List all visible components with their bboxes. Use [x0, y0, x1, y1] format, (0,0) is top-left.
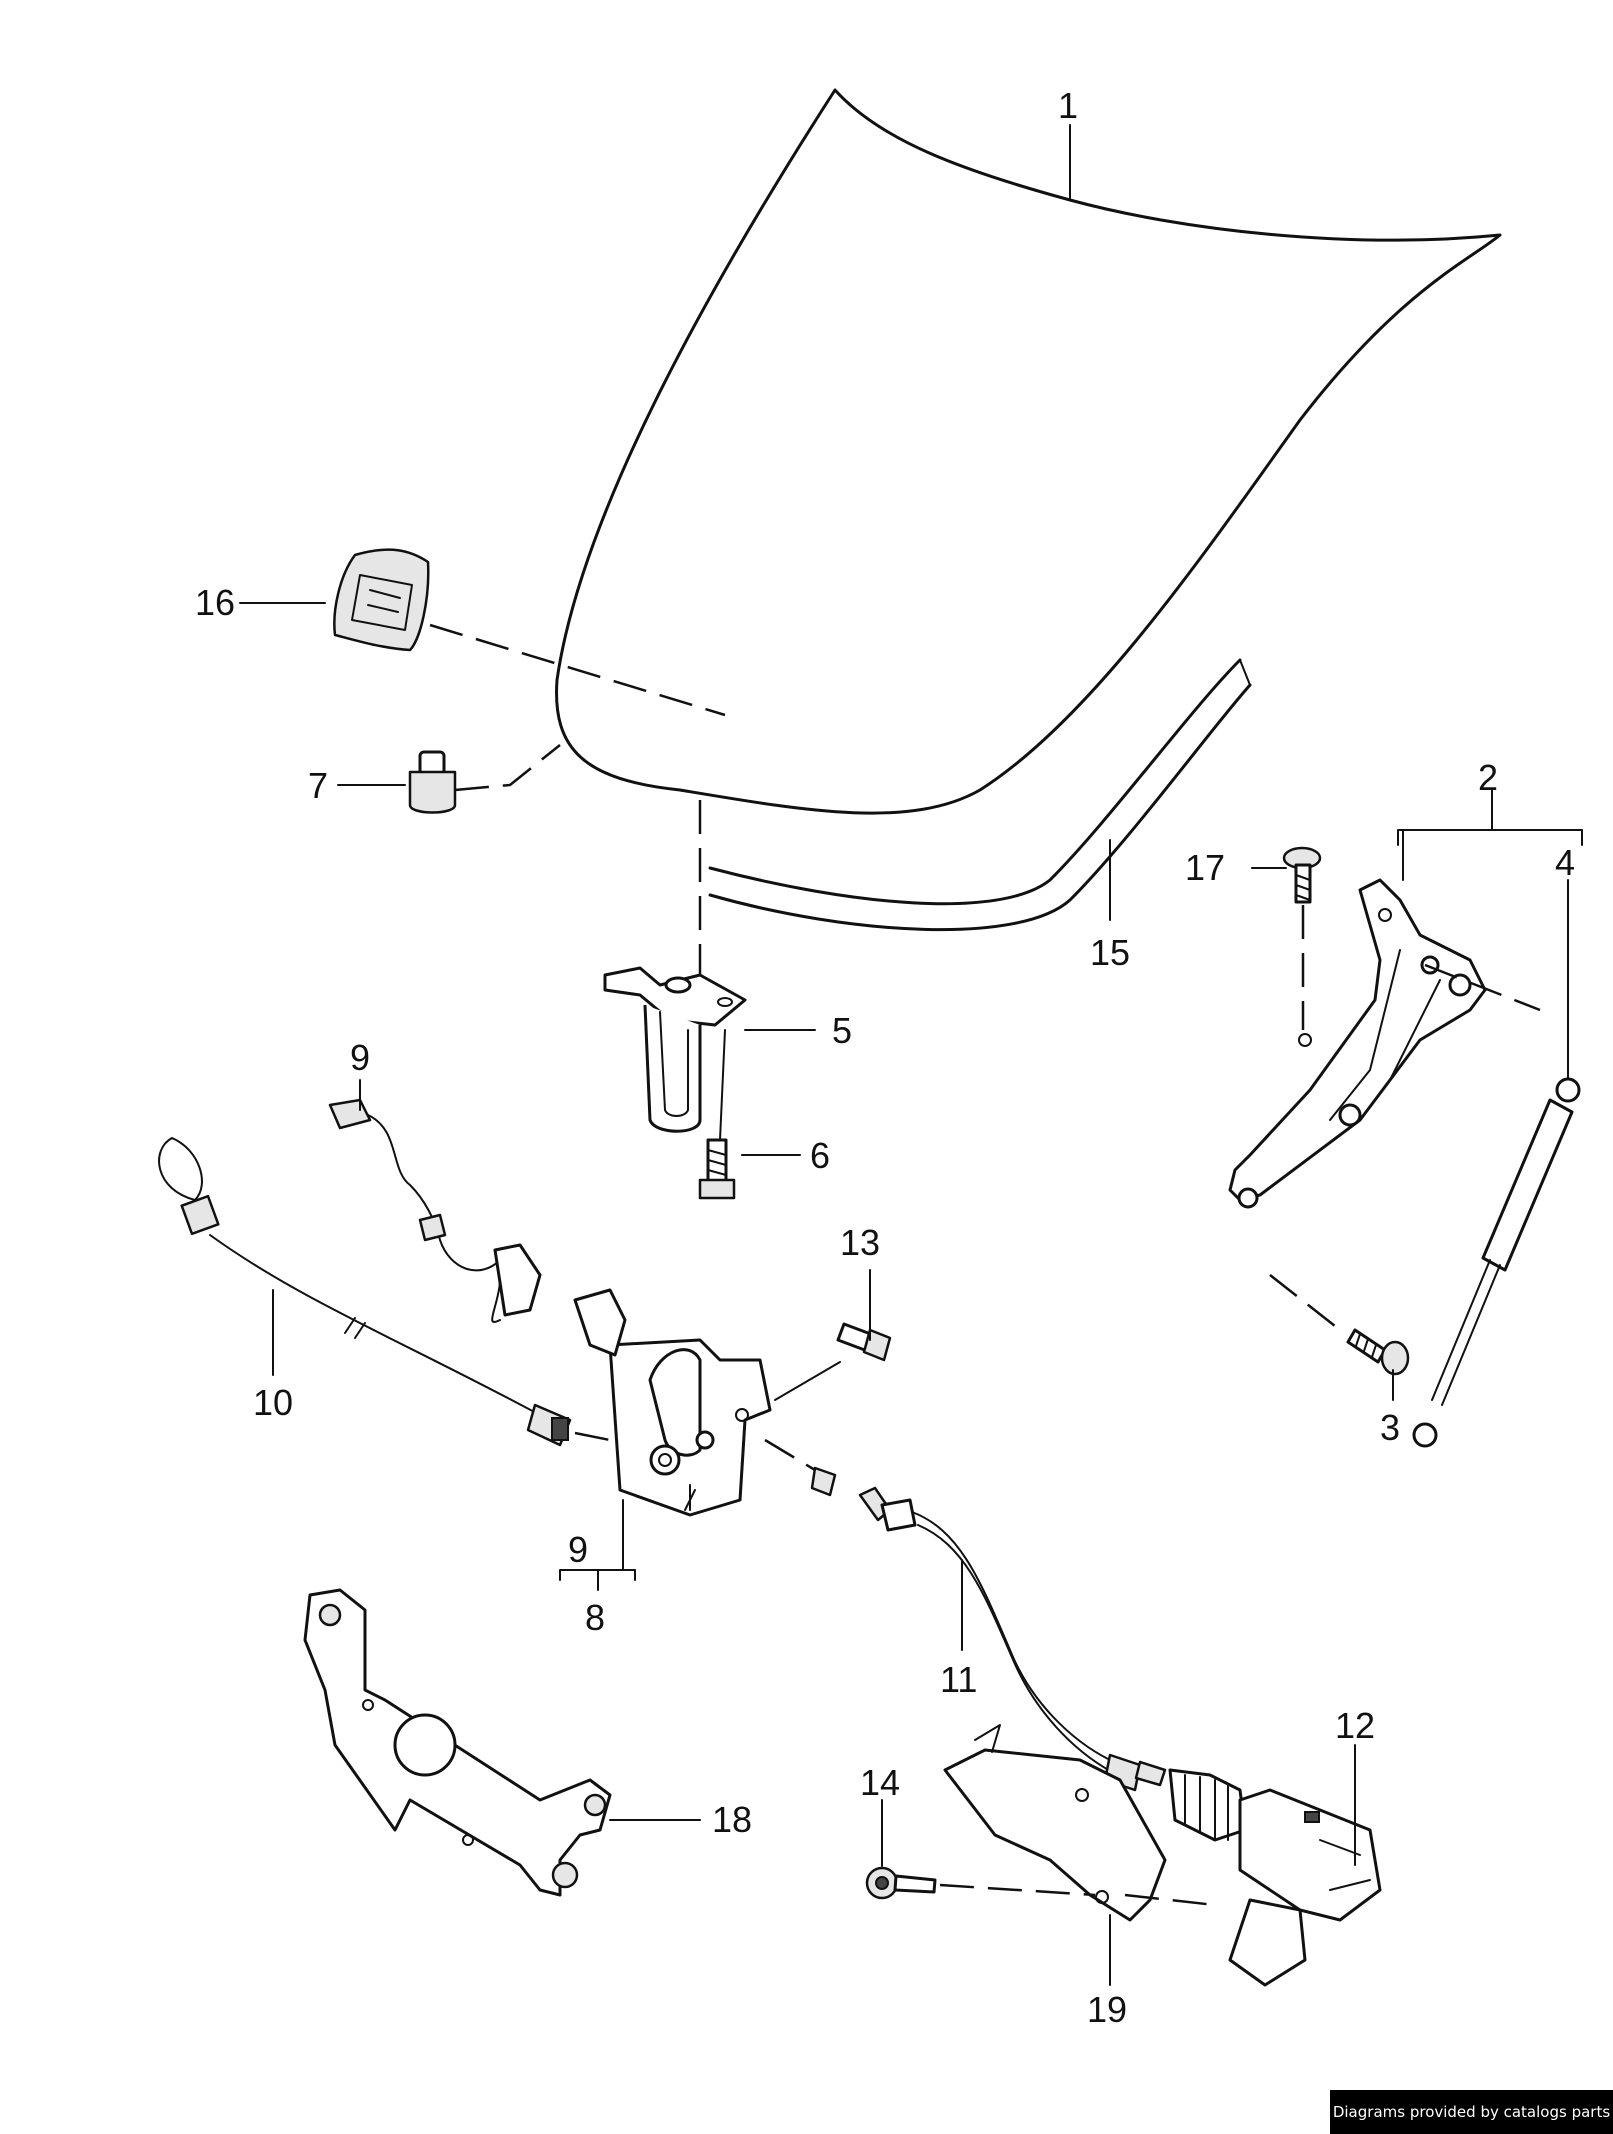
bolt13-part	[836, 1322, 892, 1362]
callout-18: 18	[712, 1799, 752, 1840]
hood-part	[555, 88, 1502, 815]
callout-6: 6	[810, 1135, 830, 1176]
callout-9-top: 9	[350, 1037, 370, 1078]
credit-badge: Diagrams provided by catalogs parts	[1330, 2090, 1613, 2134]
callout-17: 17	[1185, 847, 1225, 888]
callout-13: 13	[840, 1222, 880, 1263]
hood-hinge-part	[1228, 878, 1487, 1209]
callout-10: 10	[253, 1382, 293, 1423]
callout-12: 12	[1335, 1705, 1375, 1746]
callout-9-latch: 9	[568, 1529, 588, 1570]
actuator-motor-part	[1168, 1768, 1382, 1987]
release-cable-part	[158, 1137, 572, 1447]
strut-upper-leader	[1424, 963, 1541, 1012]
credit-text: Diagrams provided by catalogs parts	[1332, 2103, 1611, 2121]
bolt13-leader	[774, 1361, 841, 1401]
actuator-cable-part	[764, 1438, 1167, 1792]
callout-8: 8	[585, 1597, 605, 1638]
callout-14: 14	[860, 1762, 900, 1803]
bolt14-part	[865, 1866, 937, 1900]
shield-bracket-part	[943, 1724, 1167, 1922]
bolt17-part	[1282, 846, 1322, 904]
bolt14-leader	[939, 1883, 1096, 1897]
shield-actuator-leader	[1124, 1893, 1216, 1907]
callout-15: 15	[1090, 932, 1130, 973]
callout-16: 16	[195, 582, 235, 623]
contact-switch-part	[328, 1098, 542, 1323]
bolt6-part	[698, 1138, 736, 1200]
badge-leader	[429, 623, 726, 717]
callout-7: 7	[308, 765, 328, 806]
bump-stop-leader	[454, 744, 561, 792]
callout-11: 11	[940, 1659, 977, 1700]
striker-bracket-part	[603, 966, 747, 1133]
callout-5: 5	[832, 1010, 852, 1051]
mounting-plate-part	[303, 1588, 612, 1897]
callout-1: 1	[1058, 85, 1078, 126]
callout-leaders	[239, 124, 1583, 1986]
crest-badge-part	[333, 548, 430, 652]
bump-stop-part	[408, 750, 457, 814]
callout-19: 19	[1087, 1989, 1127, 2030]
hood-latch-part	[573, 1288, 772, 1517]
hood-seal-part	[708, 658, 1252, 932]
bolt3-part	[1346, 1328, 1410, 1376]
callout-labels: 1 2 4 17 15 5 6 16 7 9 10 13 3 9 8 11 12…	[195, 85, 1575, 2030]
bolt3-leader	[1269, 1274, 1341, 1331]
callout-2: 2	[1478, 757, 1498, 798]
bolt6-leader	[719, 1029, 726, 1141]
callout-4: 4	[1555, 842, 1575, 883]
gas-strut-part	[1412, 1077, 1581, 1448]
callout-3: 3	[1380, 1407, 1400, 1448]
cable-end-leader	[574, 1431, 611, 1442]
